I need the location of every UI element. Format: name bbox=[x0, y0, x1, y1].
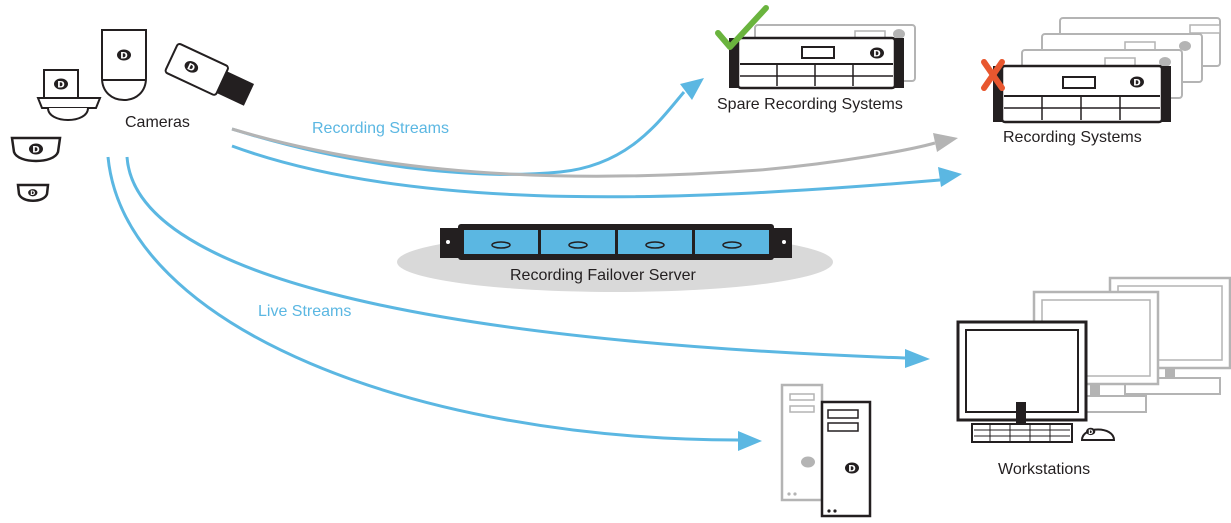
label-workstations: Workstations bbox=[998, 461, 1091, 478]
recording-systems-stack bbox=[981, 17, 1221, 124]
arrow-to-recording-inactive bbox=[231, 127, 936, 178]
label-recording-systems: Recording Systems bbox=[1003, 129, 1142, 146]
spare-recording-system bbox=[715, 5, 916, 90]
dome-camera-icon bbox=[101, 29, 147, 102]
arrowhead-servers bbox=[738, 431, 762, 451]
tower-back bbox=[780, 383, 824, 502]
checkmark-icon bbox=[715, 5, 769, 50]
mouse-icon bbox=[1080, 427, 1116, 441]
arrow-to-workstations bbox=[125, 156, 906, 360]
arrow-to-servers bbox=[106, 156, 739, 442]
x-mark-icon bbox=[981, 59, 1005, 91]
mini-dome-camera-icon bbox=[10, 136, 62, 163]
hat-dome-camera-icon bbox=[36, 69, 102, 121]
arrow-to-spare-recording bbox=[231, 91, 686, 176]
spare-unit-front bbox=[729, 36, 904, 90]
arrowhead-workstations bbox=[905, 349, 930, 368]
arrowhead-inactive bbox=[933, 133, 958, 152]
label-cameras: Cameras bbox=[125, 114, 190, 131]
label-recording-failover-server: Recording Failover Server bbox=[510, 267, 696, 284]
stream-arrows bbox=[106, 78, 962, 451]
micro-dome-camera-icon bbox=[16, 183, 50, 202]
recording-unit-1 bbox=[993, 64, 1171, 124]
arrowhead-recording bbox=[938, 167, 962, 187]
cameras-group bbox=[10, 29, 255, 202]
label-live-streams: Live Streams bbox=[258, 303, 352, 320]
label-spare-recording-systems: Spare Recording Systems bbox=[717, 96, 903, 113]
workstation-front bbox=[956, 320, 1116, 443]
label-recording-streams: Recording Streams bbox=[312, 120, 449, 137]
arrow-to-recording bbox=[231, 144, 941, 199]
box-camera-icon bbox=[164, 43, 255, 106]
recording-failover-server bbox=[397, 224, 833, 292]
server-towers bbox=[780, 383, 872, 518]
arrowhead-spare bbox=[680, 78, 704, 100]
tower-front bbox=[820, 400, 872, 518]
server-drive-bays bbox=[464, 230, 769, 254]
workstations-group bbox=[956, 276, 1231, 443]
